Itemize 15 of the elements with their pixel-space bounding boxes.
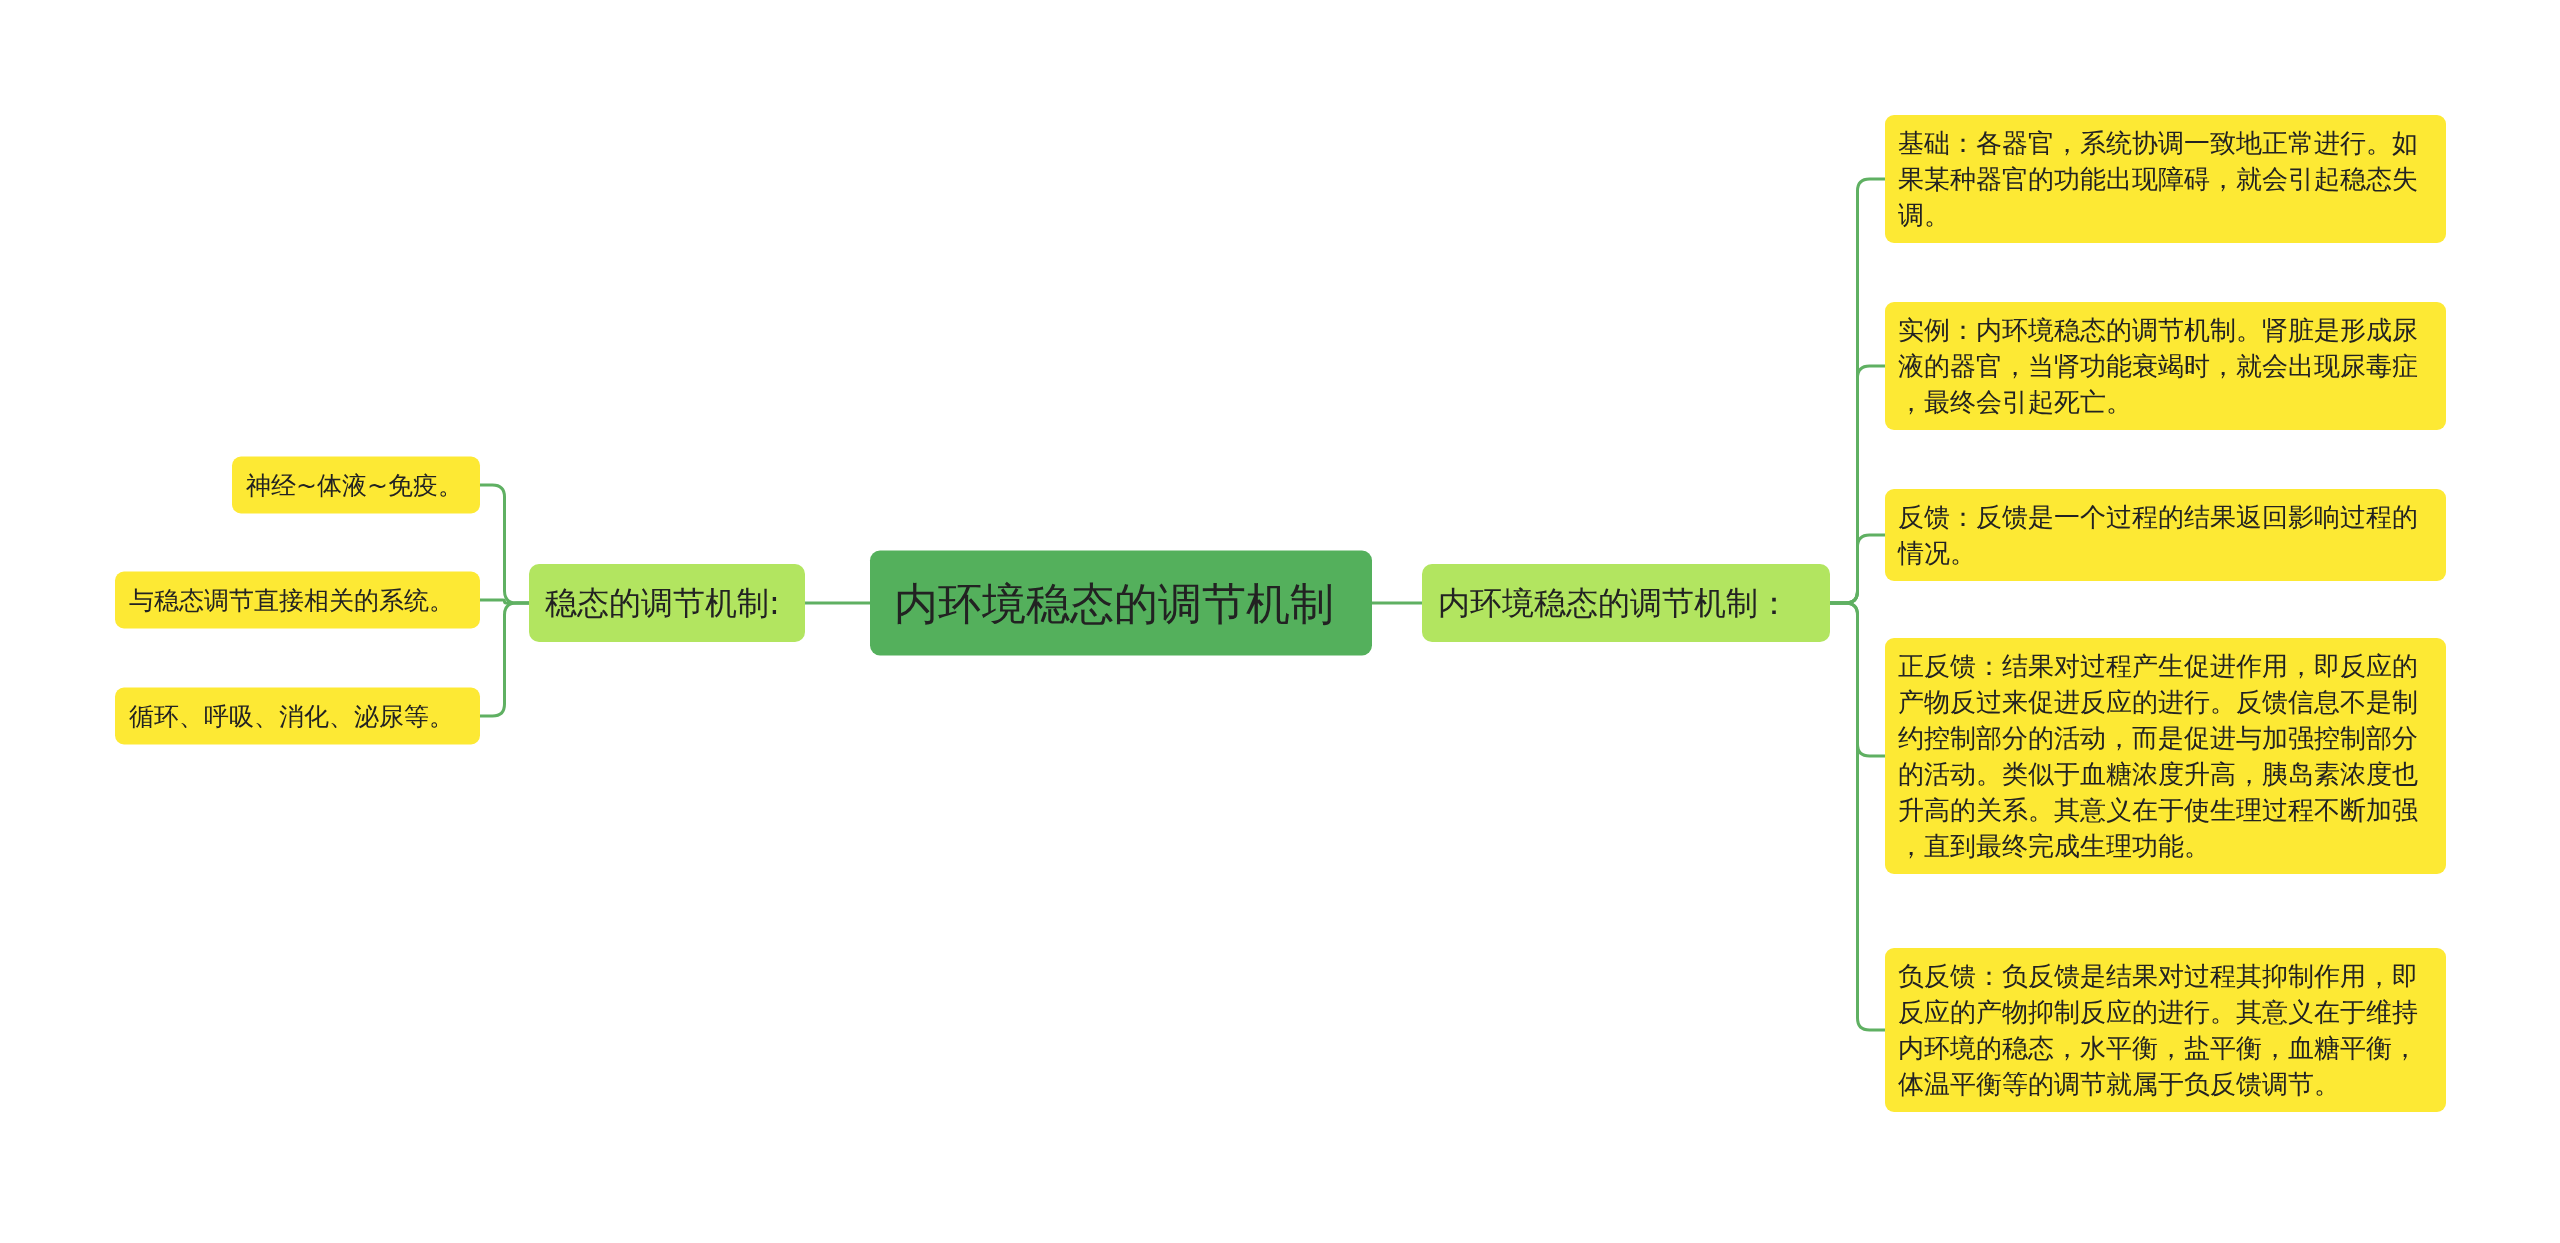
leaf-topic: 基础：各器官，系统协调一致地正常进行。如果某种器官的功能出现障碍，就会引起稳态失调。 — [1885, 115, 2446, 243]
central-topic: 内环境稳态的调节机制 — [870, 550, 1372, 656]
connector-line — [1372, 601, 1422, 605]
leaf-topic: 负反馈：负反馈是结果对过程其抑制作用，即反应的产物抑制反应的进行。其意义在于维持内环境的稳态，水平衡，盐平衡，血糖平衡，体温平衡等的调节就属于负反馈调节。 — [1885, 948, 2446, 1112]
leaf-topic: 反馈：反馈是一个过程的结果返回影响过程的情况。 — [1885, 489, 2446, 581]
branch-topic: 内环境稳态的调节机制： — [1422, 564, 1830, 642]
leaf-topic: 正反馈：结果对过程产生促进作用，即反应的产物反过来促进反应的进行。反馈信息不是制约控制部分的活动，而是促进与加强控制部分的活动。类似于血糖浓度升高，胰岛素浓度也升高的关系。其意义在于使生理过程不断加强，直到最终完成生理功能。 — [1885, 638, 2446, 874]
connector-line — [1830, 601, 1885, 1032]
leaf-topic: 与稳态调节直接相关的系统。 — [115, 571, 480, 629]
branch-topic: 稳态的调节机制: — [529, 564, 805, 642]
leaf-topic: 循环、呼吸、消化、泌尿等。 — [115, 687, 480, 745]
leaf-topic: 神经~体液~免疫。 — [232, 456, 480, 514]
leaf-topic: 实例：内环境稳态的调节机制。肾脏是形成尿液的器官，当肾功能衰竭时，就会出现尿毒症，最终会引起死亡。 — [1885, 302, 2446, 430]
connector-line — [480, 601, 529, 718]
connector-line — [805, 601, 870, 605]
